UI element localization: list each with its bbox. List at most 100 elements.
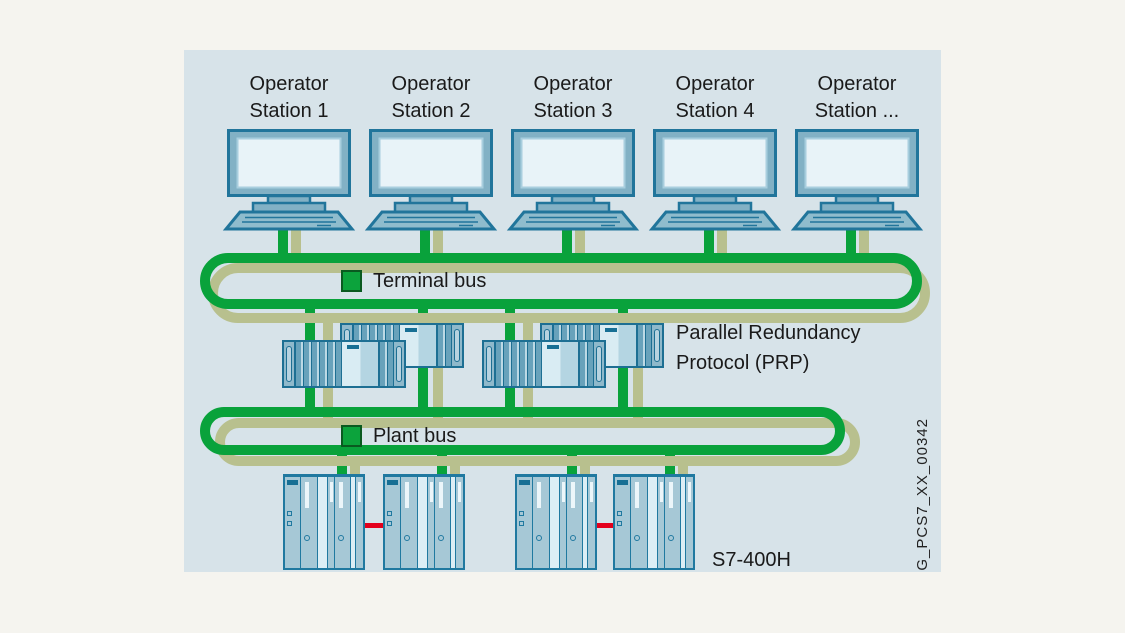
switch-front-panel: [541, 342, 579, 386]
module-vent: [635, 482, 639, 508]
switch-handle: [284, 342, 295, 386]
module-vent: [405, 482, 409, 508]
plant-bus-legend: Plant bus: [341, 424, 456, 448]
workstation-icon: [787, 126, 927, 232]
rack-module: [686, 477, 693, 568]
module-switch: [387, 521, 392, 526]
rack-module: [456, 477, 463, 568]
module-vent: [669, 482, 673, 508]
rack-module: [328, 477, 335, 568]
switch-handle: [484, 342, 495, 386]
rack-module: [550, 477, 560, 568]
station-link-redundant: [717, 226, 727, 272]
switch-port-block: [295, 342, 341, 386]
station-link-redundant: [291, 226, 301, 272]
module-indicator: [668, 535, 674, 541]
module-indicator: [634, 535, 640, 541]
controller-link-redundant: [350, 458, 360, 475]
operator-station-label-line2: Station 1: [249, 100, 329, 122]
operator-station-label-line2: Station 3: [533, 100, 613, 122]
module-indicator: [338, 535, 344, 541]
module-badge: [287, 480, 298, 485]
network-switch: [482, 340, 606, 388]
switch-front-panel: [341, 342, 379, 386]
controller-link-redundant: [678, 458, 688, 475]
rack-module: [401, 477, 418, 568]
terminal-bus-label: Terminal bus: [373, 269, 487, 292]
controller-link-redundant: [580, 458, 590, 475]
module-vent: [439, 482, 443, 508]
module-vent: [660, 482, 663, 502]
rack-module: [385, 477, 401, 568]
module-switch: [287, 521, 292, 526]
switch-port-block: [637, 325, 651, 366]
station-link-redundant: [433, 226, 443, 272]
station-link-primary: [278, 226, 288, 262]
switch-handle: [393, 342, 404, 386]
controller-label: S7-400H: [712, 549, 791, 571]
module-indicator: [570, 535, 576, 541]
module-badge: [519, 480, 530, 485]
rack-module: [356, 477, 363, 568]
controller-link-redundant: [450, 458, 460, 475]
rack-module: [451, 477, 456, 568]
operator-station-label-line1: Operator: [533, 73, 613, 95]
module-badge: [617, 480, 628, 485]
keyboard-icon: [790, 210, 924, 231]
module-indicator: [404, 535, 410, 541]
plant-bus-label: Plant bus: [373, 424, 457, 447]
module-switch: [617, 521, 622, 526]
module-vent: [430, 482, 433, 502]
rack-module: [681, 477, 686, 568]
monitor-screen: [236, 137, 342, 189]
station-link-redundant: [575, 226, 585, 272]
switch-handle: [451, 325, 462, 366]
switch-handle: [593, 342, 604, 386]
operator-station-label-line1: Operator: [249, 73, 329, 95]
module-indicator: [438, 535, 444, 541]
switch-port-block: [579, 342, 593, 386]
module-vent: [339, 482, 343, 508]
operator-station-label-line2: Station 4: [675, 100, 755, 122]
module-vent: [688, 482, 691, 502]
sync-link: [597, 523, 613, 528]
module-vent: [358, 482, 361, 502]
module-indicator: [536, 535, 542, 541]
rack-module: [335, 477, 351, 568]
switch-badge: [547, 345, 559, 349]
switch-port-block: [437, 325, 451, 366]
operator-station-label-line2: Station ...: [814, 100, 900, 122]
figure-id: G_PCS7_XX_00342: [914, 418, 931, 571]
switch-badge: [605, 328, 617, 332]
module-vent: [305, 482, 309, 508]
switch-link-redundant: [433, 318, 443, 423]
rack-module: [588, 477, 595, 568]
terminal-bus-legend-swatch: [341, 270, 362, 292]
monitor-screen: [804, 137, 910, 189]
module-vent: [537, 482, 541, 508]
sync-link: [365, 523, 383, 528]
module-vent: [590, 482, 593, 502]
workstation-icon: [361, 126, 501, 232]
switch-port-block: [495, 342, 541, 386]
station-link-redundant: [859, 226, 869, 272]
rack-module: [351, 477, 356, 568]
module-vent: [571, 482, 575, 508]
switch-port-block: [379, 342, 393, 386]
rack-module: [615, 477, 631, 568]
plant-bus-ring: [200, 407, 845, 455]
operator-station-label-line1: Operator: [817, 73, 897, 95]
module-badge: [387, 480, 398, 485]
terminal-bus-ring: [200, 253, 922, 309]
terminal-bus-legend: Terminal bus: [341, 269, 486, 293]
module-vent: [562, 482, 565, 502]
rack-module: [560, 477, 567, 568]
network-switch: [282, 340, 406, 388]
rack-module: [301, 477, 318, 568]
